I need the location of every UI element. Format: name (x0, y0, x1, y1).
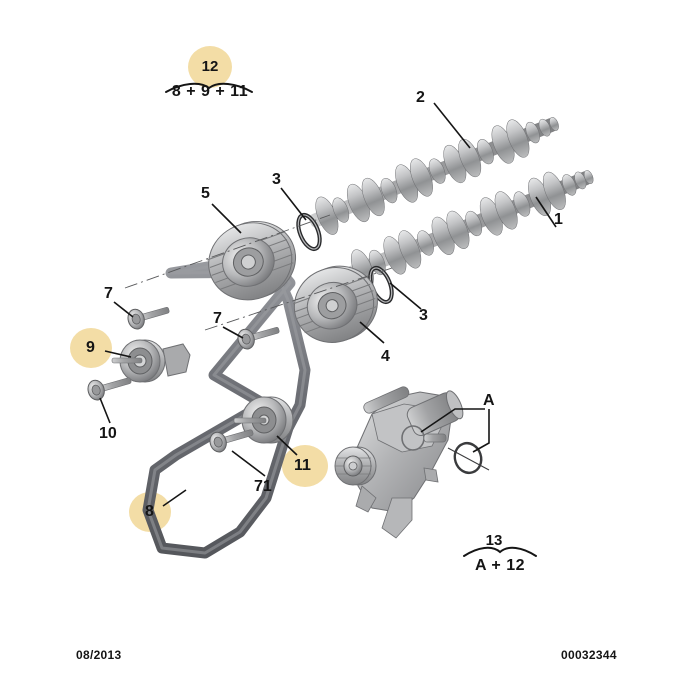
bolt-10 (87, 377, 132, 401)
leader-2 (433, 102, 471, 149)
timing-belt (142, 251, 311, 559)
highlight-blob-9 (70, 328, 112, 368)
bolt-71 (209, 429, 254, 453)
bolt-7a (127, 307, 170, 330)
callout-7-right: 7 (213, 310, 222, 327)
callout-4: 4 (381, 348, 390, 365)
leader-10 (99, 397, 111, 424)
callout-8: 8 (145, 503, 154, 520)
o-ring-A (453, 441, 483, 475)
callout-2: 2 (416, 89, 425, 106)
centerline-lower (204, 267, 393, 331)
camshaft-2 (309, 117, 559, 235)
leader-9 (104, 350, 132, 358)
footer-date: 08/2013 (76, 648, 122, 662)
leader-3a (280, 187, 307, 221)
leader-A-oring (472, 409, 490, 453)
leader-7a (113, 301, 134, 318)
callout-1: 1 (554, 211, 563, 228)
leader-1 (535, 196, 557, 228)
camshaft-1 (346, 170, 594, 288)
sprocket-5 (207, 221, 297, 301)
brace-13 (463, 546, 537, 557)
highlight-blobs (70, 46, 328, 532)
leader-lines (99, 102, 557, 507)
group-label-13-top: 13 (485, 532, 503, 549)
leader-5 (211, 203, 242, 234)
leader-8 (162, 489, 187, 507)
callout-71: 71 (254, 478, 272, 495)
callout-11: 11 (294, 457, 311, 474)
idler-pulley-11 (233, 396, 294, 444)
group-label-12-bottom: 8 + 9 + 11 (171, 83, 249, 100)
leader-A-body (420, 408, 485, 433)
group-label-13-bottom: A + 12 (475, 557, 525, 574)
footer-reference: 00032344 (561, 648, 617, 662)
callout-3-upper: 3 (272, 171, 281, 188)
bolt-7b (237, 327, 280, 350)
leader-3b (389, 282, 422, 310)
highlight-blob-12 (188, 46, 232, 88)
callout-10: 10 (99, 425, 117, 442)
leader-71 (231, 450, 266, 477)
leader-11 (276, 435, 298, 456)
highlight-blob-11 (282, 445, 328, 487)
group-braces (165, 82, 537, 557)
leader-4 (359, 321, 385, 344)
leader-7b (222, 326, 244, 339)
brace-12 (165, 82, 253, 93)
callout-9: 9 (86, 339, 95, 356)
tensioner-pulley-9 (111, 339, 191, 383)
callout-3-lower: 3 (419, 307, 428, 324)
sprocket-4 (292, 265, 378, 343)
callout-A: A (483, 392, 495, 409)
group-label-12-top: 12 (201, 58, 219, 75)
center-lines (124, 214, 393, 331)
callout-5: 5 (201, 185, 210, 202)
water-pump-assembly (334, 386, 490, 539)
callout-7-left: 7 (104, 285, 113, 302)
